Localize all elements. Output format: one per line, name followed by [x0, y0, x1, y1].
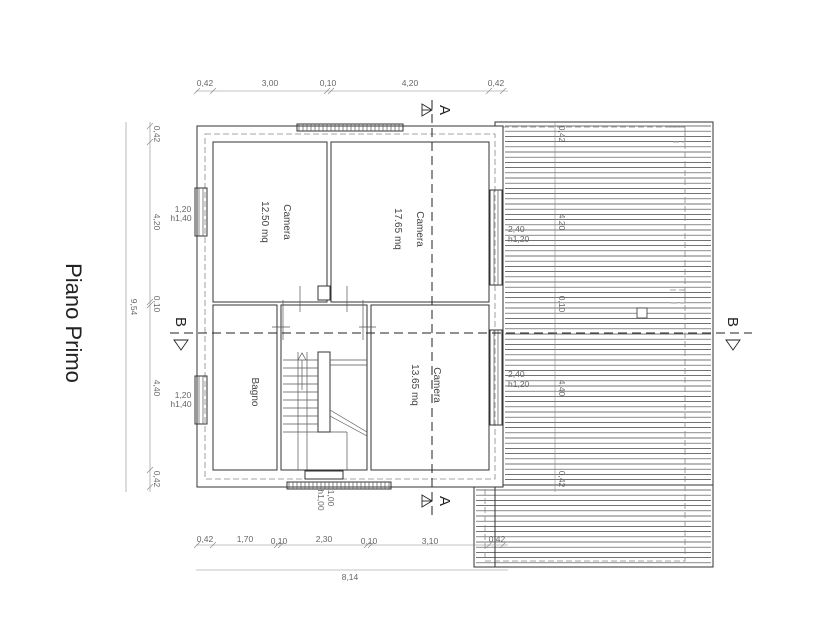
- top-dim-4: 4,20: [402, 78, 419, 88]
- right-dim-5: 0,42: [557, 471, 567, 488]
- window-top-wall: [296, 123, 404, 132]
- room-camera-2-outline: [330, 141, 490, 303]
- window-right-upper-height: h1,20: [508, 234, 530, 244]
- stair-hall-outline: [280, 304, 368, 471]
- section-marker-a-bottom: A: [421, 494, 453, 508]
- bottom-total-dim: 8,14: [342, 572, 359, 582]
- outer-wall-dashed-line: [204, 133, 496, 480]
- chimney: [317, 285, 331, 301]
- left-dim-3: 0,10: [152, 296, 162, 313]
- window-left-upper-height: h1,40: [170, 213, 192, 223]
- window-right-lower-width: 2,40: [508, 369, 525, 379]
- left-dim-5: 0,42: [152, 471, 162, 488]
- room-4-name: Camera: [431, 367, 442, 403]
- left-total-dim: 9,54: [129, 299, 139, 316]
- bottom-dim-3: 0,10: [271, 536, 288, 546]
- section-marker-b-left: B: [172, 317, 189, 351]
- window-right-lower-height: h1,20: [508, 379, 530, 389]
- staircase: [283, 351, 368, 470]
- window-right-upper-width: 2,40: [508, 224, 525, 234]
- right-dim-2: 4,20: [557, 214, 567, 231]
- window-left-upper-width: 1,20: [175, 204, 192, 214]
- terrace-inner-dashed: [484, 126, 686, 562]
- section-marker-b-right: B: [724, 317, 741, 351]
- top-dim-2: 3,00: [262, 78, 279, 88]
- room-2-area: 17.65 mq: [392, 208, 403, 250]
- window-bottom-wall: [286, 481, 392, 490]
- room-camera-1-outline: [212, 141, 328, 303]
- left-dimension-line: [125, 122, 154, 492]
- room-4-area: 13.65 mq: [409, 364, 420, 406]
- top-dimension-line: [193, 87, 508, 95]
- bottom-dim-6: 3,10: [422, 536, 439, 546]
- terrace-dashed-notch-top: [670, 126, 686, 143]
- terrace-hatch-area: [476, 125, 711, 564]
- left-dim-1: 0,42: [152, 126, 162, 143]
- bottom-dimension-line: [193, 541, 508, 571]
- window-left-lower-width: 1,20: [175, 390, 192, 400]
- plan-title: Piano Primo: [61, 263, 86, 383]
- right-dim-4: 4,40: [557, 380, 567, 397]
- top-dim-3: 0,10: [320, 78, 337, 88]
- side-windows: [194, 187, 503, 426]
- room-bagno-outline: [212, 304, 278, 471]
- outer-wall: [196, 125, 504, 488]
- window-left-lower-height: h1,40: [170, 399, 192, 409]
- terrace-marker: [636, 307, 648, 319]
- top-dim-1: 0,42: [197, 78, 214, 88]
- room-1-name: Camera: [281, 204, 292, 240]
- bottom-dim-4: 2,30: [316, 534, 333, 544]
- left-dim-2: 4,20: [152, 214, 162, 231]
- section-label-b-left: B: [172, 317, 189, 327]
- section-label-a-top: A: [436, 105, 453, 115]
- bottom-dim-2: 1,70: [237, 534, 254, 544]
- right-dim-3: 0,10: [557, 296, 567, 313]
- door-bottom-height: h1,00: [316, 489, 326, 511]
- terrace-dashed-notch-mid: [670, 289, 686, 304]
- entry-step: [304, 470, 344, 480]
- section-marker-a-top: A: [421, 103, 453, 117]
- terrace-lower-outline: [473, 484, 714, 568]
- section-label-a-bottom: A: [436, 496, 453, 506]
- right-dim-1: 0,42: [557, 126, 567, 143]
- bottom-dim-5: 0,10: [361, 536, 378, 546]
- section-label-b-right: B: [724, 317, 741, 327]
- room-1-area: 12.50 mq: [259, 201, 270, 243]
- left-dim-4: 4,40: [152, 380, 162, 397]
- top-dim-5: 0,42: [488, 78, 505, 88]
- room-3-name: Bagno: [249, 378, 260, 407]
- room-camera-3-outline: [370, 304, 490, 471]
- bottom-dim-7: 0,42: [489, 534, 506, 544]
- door-bottom-width: 1,00: [326, 490, 336, 507]
- room-2-name: Camera: [414, 211, 425, 247]
- bottom-dim-1: 0,42: [197, 534, 214, 544]
